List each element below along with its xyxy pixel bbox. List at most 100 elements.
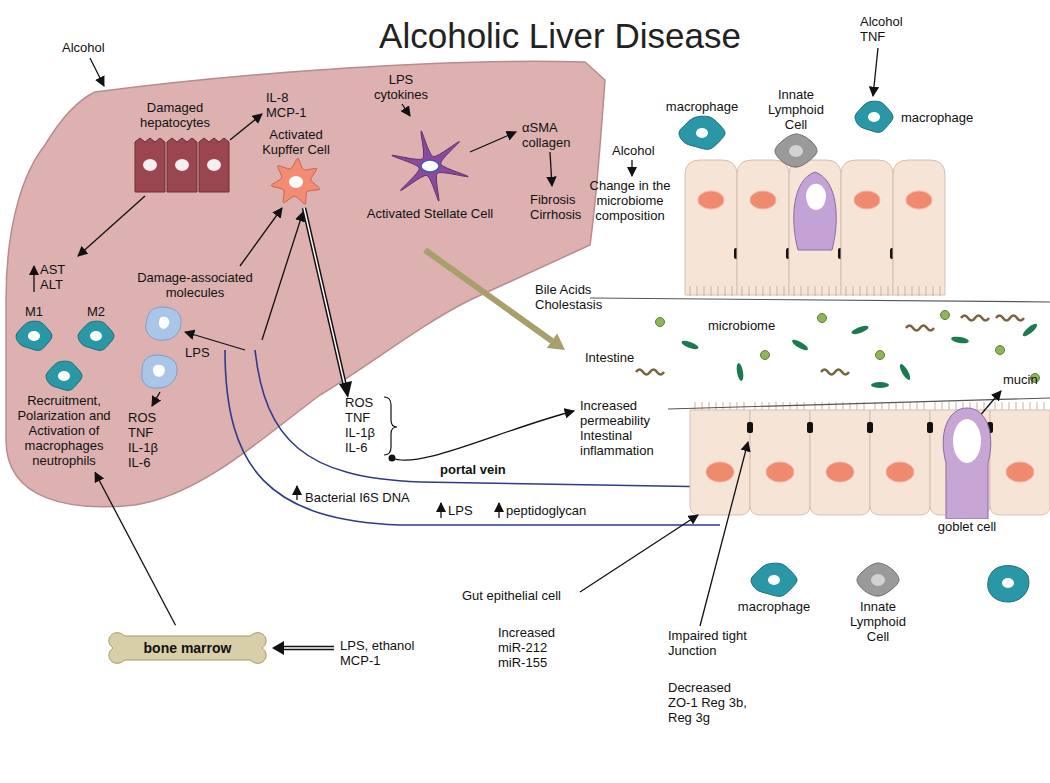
cell-drawing xyxy=(76,319,116,353)
goblet-cell xyxy=(943,408,991,519)
intestine xyxy=(893,160,945,295)
leader-arrows xyxy=(440,503,441,518)
kupffer-cell xyxy=(289,176,303,188)
microbiome-bacteria xyxy=(876,351,885,360)
leader-arrows xyxy=(470,132,516,152)
annotation-label: Damaged hepatocytes xyxy=(128,100,222,130)
portal-vein xyxy=(255,350,720,487)
portal-vein xyxy=(225,350,720,525)
annotation-label: peptidoglycan xyxy=(506,503,606,518)
connector-arrow xyxy=(95,473,175,626)
intestine xyxy=(1006,462,1034,482)
mac-cell xyxy=(78,321,114,350)
annotation-label: Impaired tight Junction xyxy=(668,628,763,658)
intestine xyxy=(709,402,710,410)
lps-activated-cells xyxy=(153,365,165,377)
mac-cell xyxy=(58,371,70,381)
annotation-label: LPS cytokines xyxy=(365,72,437,102)
leader-arrows xyxy=(498,503,499,518)
intestine xyxy=(874,286,875,296)
hepatocytes xyxy=(135,138,165,192)
intestine xyxy=(898,286,899,296)
leader-arrows xyxy=(402,104,410,116)
intestine xyxy=(797,402,798,410)
intestine xyxy=(806,184,826,210)
microbiome-bacteria xyxy=(636,311,1040,389)
ilc-cell xyxy=(857,563,899,596)
ilc-cell xyxy=(857,563,899,596)
annotation-label: LPS, ethanol MCP-1 xyxy=(340,638,425,668)
cell-node: macrophage xyxy=(658,98,746,153)
intestine xyxy=(935,402,936,410)
annotation-label: LPS xyxy=(185,345,215,360)
annotation-label: microbiome xyxy=(708,318,788,333)
intestine xyxy=(807,422,813,433)
extra-macrophage xyxy=(988,566,1029,602)
intestine xyxy=(749,286,750,296)
intestine xyxy=(1023,402,1024,410)
kupffer-output-arrow xyxy=(304,208,345,386)
cell-drawing xyxy=(677,114,727,152)
intestine xyxy=(1002,402,1003,410)
bone-cell xyxy=(109,633,266,664)
leader-arrows xyxy=(33,266,34,292)
intestine xyxy=(956,402,957,410)
intestine xyxy=(697,286,698,296)
ilc-cell xyxy=(775,134,817,167)
intestine xyxy=(730,402,731,410)
cell-drawing xyxy=(266,157,326,207)
intestine xyxy=(826,462,854,482)
annotation-label: Increased miR-212 miR-155 xyxy=(498,625,578,670)
intestine xyxy=(846,286,847,296)
intestine xyxy=(706,462,734,482)
intestine xyxy=(903,402,904,410)
ilc-cell xyxy=(775,134,817,167)
leader-arrows xyxy=(262,212,303,340)
kupffer-cell xyxy=(271,158,320,204)
kupffer-output-arrow xyxy=(304,208,345,386)
cell-drawing xyxy=(938,403,996,519)
node-label: macrophage xyxy=(738,599,810,614)
leader-arrows xyxy=(631,160,632,176)
lps-activated-cells xyxy=(142,307,181,388)
stellate-cell xyxy=(421,160,439,172)
leader-arrows xyxy=(392,411,574,460)
cytokine-bracket xyxy=(389,455,396,462)
leader-arrows xyxy=(700,442,748,626)
intestine xyxy=(756,286,757,296)
annotation-label: Change in the microbiome composition xyxy=(575,178,685,223)
bone-marrow-input-arrow xyxy=(272,641,284,655)
intestine xyxy=(1016,402,1017,410)
intestine xyxy=(1037,402,1038,410)
mac-cell xyxy=(679,116,725,149)
leader-arrows xyxy=(152,392,160,406)
hepatocytes xyxy=(207,159,221,171)
leader-arrows xyxy=(873,48,878,96)
node-label: Innate Lymphoid Cell xyxy=(841,599,915,644)
hepatocytes xyxy=(199,138,229,192)
intestine xyxy=(716,402,717,410)
intestine xyxy=(690,410,750,515)
mac-cell xyxy=(28,331,40,341)
intestine xyxy=(984,402,985,410)
annotation-label: LPS xyxy=(448,503,488,518)
microbiome-bacteria xyxy=(941,311,950,320)
extra-macrophage xyxy=(988,566,1029,602)
leader-arrows xyxy=(240,208,282,266)
bile-acid-arrow xyxy=(425,250,552,341)
cell-drawing xyxy=(773,132,819,170)
mac-cell xyxy=(855,101,893,132)
intestine xyxy=(711,286,712,296)
intestine xyxy=(822,286,823,296)
mac-cell xyxy=(16,321,52,350)
cell-node: macrophage xyxy=(730,560,818,615)
node-label: bone marrow xyxy=(144,641,232,656)
intestine xyxy=(815,402,816,410)
annotation-label: AST ALT xyxy=(40,262,76,292)
intestine xyxy=(870,410,930,515)
cell-node: M1 xyxy=(10,303,58,354)
annotation-label: Fibrosis Cirrhosis xyxy=(530,192,592,222)
hepatocytes xyxy=(143,159,157,171)
cytokine-bracket xyxy=(384,397,397,462)
intestine xyxy=(942,402,943,410)
